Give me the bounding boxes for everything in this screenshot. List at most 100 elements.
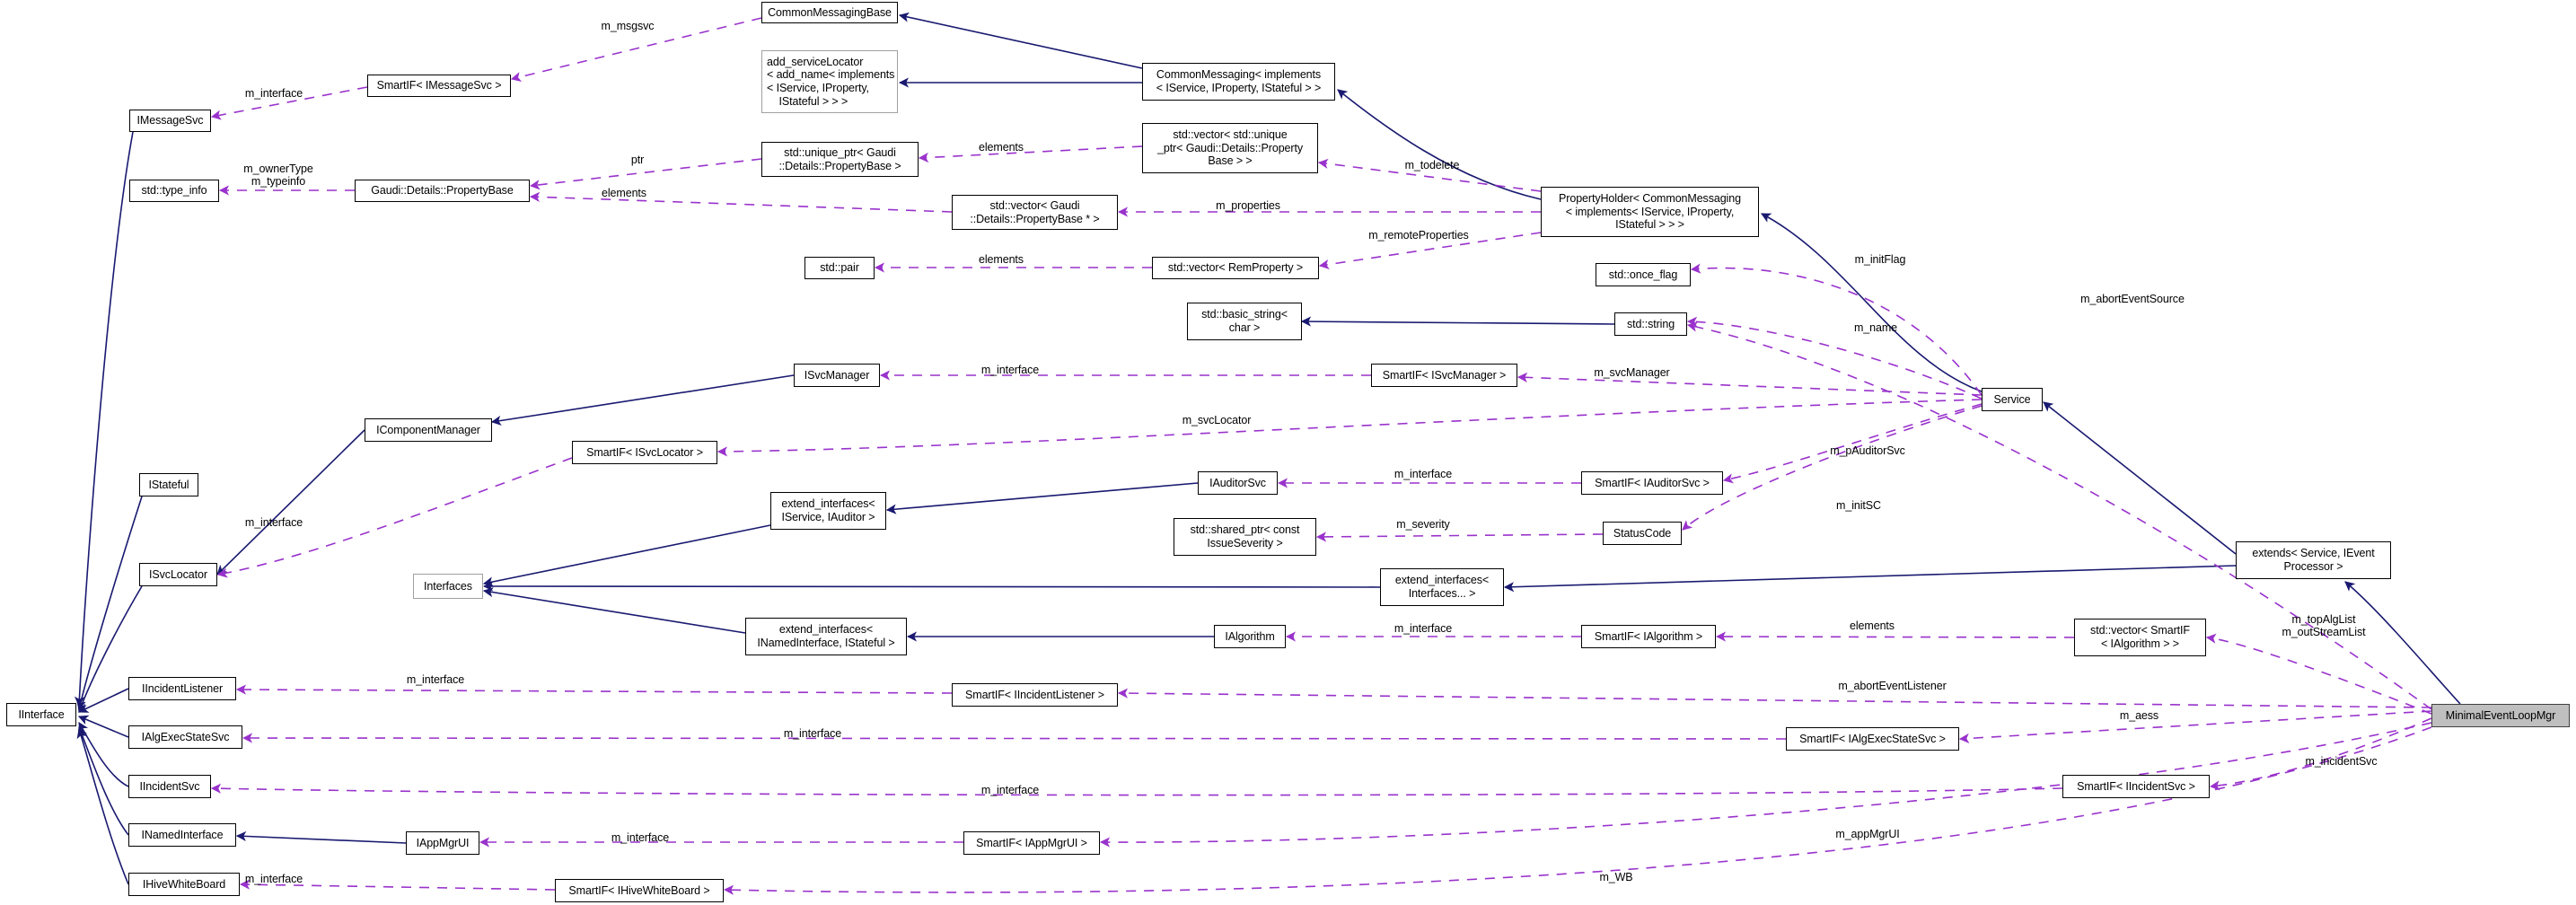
class-node-smartIfIAppMgrUI[interactable]: SmartIF< IAppMgrUI > [963,831,1100,855]
class-node-iSvcLocator[interactable]: ISvcLocator [139,563,217,586]
class-node-smartIfIIncidentSvc[interactable]: SmartIF< IIncidentSvc > [2062,775,2210,798]
inheritance-edge [1503,565,2237,593]
inheritance-edge [482,524,771,587]
class-node-smartIfIAuditorSvc[interactable]: SmartIF< IAuditorSvc > [1581,471,1723,495]
edge-label-lbl-appMgrUI: m_appMgrUI [1835,828,1900,840]
class-node-iAuditorSvc[interactable]: IAuditorSvc [1198,471,1278,495]
class-node-iComponentManager[interactable]: IComponentManager [365,418,492,442]
inheritance-edge [235,830,407,844]
class-node-propertyHolder[interactable]: PropertyHolder< CommonMessaging < implem… [1541,187,1759,237]
class-node-extendINamedInterfaceIStateful[interactable]: extend_interfaces< INamedInterface, ISta… [745,618,907,655]
usage-edge [1099,722,2432,848]
class-node-vectorRemProperty[interactable]: std::vector< RemProperty > [1152,257,1319,279]
usage-edge [717,399,1983,457]
inheritance-edge [898,12,1143,69]
class-node-smartIfISvcManager[interactable]: SmartIF< ISvcManager > [1371,364,1517,387]
edge-label-lbl-interface-aess: m_interface [783,727,842,740]
edge-label-lbl-svcManager: m_svcManager [1594,366,1670,379]
class-node-basicString[interactable]: std::basic_string< char > [1187,303,1302,340]
edge-label-lbl-WB: m_WB [1599,871,1633,883]
class-node-smartIfISvcLocator[interactable]: SmartIF< ISvcLocator > [572,441,717,464]
inheritance-edge [885,482,1199,514]
edge-label-lbl-severity: m_severity [1396,518,1450,531]
inheritance-edge [74,131,134,707]
edge-label-lbl-name: m_name [1853,321,1898,334]
class-node-minimalEventLoopMgr[interactable]: MinimalEventLoopMgr [2431,704,2570,727]
inheritance-edge [216,429,365,576]
usage-edge [1117,688,2432,708]
inheritance-edge [77,688,129,713]
class-node-extendsServiceIEventProcessor[interactable]: extends< Service, IEvent Processor > [2236,541,2391,579]
class-node-commonMessaging[interactable]: CommonMessaging< implements < IService, … [1142,63,1335,101]
usage-edge [1686,321,2432,710]
class-node-statusCode[interactable]: StatusCode [1603,522,1682,545]
edge-label-lbl-elements-pair: elements [979,253,1024,266]
edge-label-lbl-properties: m_properties [1216,199,1280,212]
edge-label-lbl-interface-svcmgr: m_interface [980,364,1040,376]
class-node-gaudiPropertyBase[interactable]: Gaudi::Details::PropertyBase [355,180,530,202]
edge-label-lbl-interface-appmgr: m_interface [611,831,670,844]
class-node-onceFlag[interactable]: std::once_flag [1596,263,1691,286]
class-node-extendInterfacesVar[interactable]: extend_interfaces< Interfaces... > [1380,568,1504,606]
class-node-extendIServiceIAuditor[interactable]: extend_interfaces< IService, IAuditor > [770,492,886,530]
class-node-iIncidentListener[interactable]: IIncidentListener [128,677,236,700]
class-node-smartIfIIncidentListener[interactable]: SmartIF< IIncidentListener > [952,683,1118,707]
class-node-sharedPtrIssueSeverity[interactable]: std::shared_ptr< const IssueSeverity > [1174,518,1316,556]
edge-label-lbl-aess: m_aess [2119,709,2159,722]
class-node-iAlgorithm[interactable]: IAlgorithm [1214,625,1286,648]
class-node-iAlgExecStateSvc[interactable]: IAlgExecStateSvc [128,725,242,749]
usage-edges [210,17,2432,895]
inheritance-edge [482,587,746,634]
class-node-iHiveWhiteBoard[interactable]: IHiveWhiteBoard [128,873,240,896]
class-node-string[interactable]: std::string [1614,312,1687,336]
usage-edge [1722,403,1983,484]
edge-label-lbl-elements-uptr: elements [979,141,1024,154]
edge-label-lbl-interface-auditor: m_interface [1394,468,1453,480]
class-node-vectorSmartIfIAlgorithm[interactable]: std::vector< SmartIF < IAlgorithm > > [2074,619,2206,656]
edge-label-lbl-incidentSvc: m_incidentSvc [2305,755,2378,768]
class-node-smartIfIAlgorithm[interactable]: SmartIF< IAlgorithm > [1581,625,1716,648]
class-node-interfaces[interactable]: Interfaces [413,574,483,599]
class-node-service[interactable]: Service [1982,388,2043,411]
class-node-iAppMgrUI[interactable]: IAppMgrUI [406,831,479,855]
class-node-smartIfIAlgExecStateSvc[interactable]: SmartIF< IAlgExecStateSvc > [1786,727,1959,751]
edge-label-lbl-msgsvc: m_msgsvc [601,20,655,32]
edge-label-lbl-abortEventSource: m_abortEventSource [2080,293,2185,305]
edge-label-lbl-interface-alg: m_interface [1394,622,1453,635]
inheritance-edge [78,722,129,787]
class-node-iStateful[interactable]: IStateful [139,473,198,496]
class-node-uniquePtrPropertyBase[interactable]: std::unique_ptr< Gaudi ::Details::Proper… [761,142,919,177]
usage-edge [1315,532,1604,542]
class-node-iInterface[interactable]: IInterface [6,703,76,726]
inheritance-edge [1761,213,1983,392]
class-node-pair[interactable]: std::pair [804,257,875,279]
class-node-vectorUniquePtrPropertyBase[interactable]: std::vector< std::unique _ptr< Gaudi::De… [1142,123,1318,173]
edge-label-lbl-ownertype: m_ownerType m_typeinfo [243,163,313,189]
class-node-iNamedInterface[interactable]: INamedInterface [128,823,236,847]
class-node-iIncidentSvc[interactable]: IIncidentSvc [128,775,211,798]
edge-label-lbl-abortEventListener: m_abortEventListener [1838,680,1947,692]
edge-label-lbl-topAlgList: m_topAlgList m_outStreamList [2281,613,2366,639]
class-node-commonMessagingBase[interactable]: CommonMessagingBase [761,2,898,23]
edge-label-lbl-todelete: m_todelete [1404,159,1460,171]
usage-edge [242,733,1787,743]
usage-edge [2209,717,2432,791]
class-node-smartIfIHiveWhiteBoard[interactable]: SmartIF< IHiveWhiteBoard > [555,879,724,902]
class-node-iSvcManager[interactable]: ISvcManager [794,364,880,387]
class-node-iMessageSvc[interactable]: IMessageSvc [129,110,211,132]
class-node-vectorPropertyBasePtr[interactable]: std::vector< Gaudi ::Details::PropertyBa… [952,195,1118,230]
edge-label-lbl-initflag: m_initFlag [1854,253,1906,266]
class-node-smartIfIMessageSvc[interactable]: SmartIF< IMessageSvc > [367,75,511,97]
class-node-typeInfo[interactable]: std::type_info [129,180,219,202]
usage-edge [2205,633,2432,715]
inheritance-edge [1337,89,1542,200]
edge-label-lbl-initSC: m_initSC [1836,499,1881,512]
edge-label-lbl-ptr: ptr [630,154,645,166]
usage-edge [723,726,2432,895]
inheritance-edge [76,727,129,885]
inheritance-edge [490,374,795,426]
edge-label-lbl-interface-msgsvc: m_interface [244,87,303,100]
usage-edge [1958,710,2432,743]
class-node-addServiceLocator[interactable]: add_serviceLocator < add_name< implement… [761,50,898,113]
